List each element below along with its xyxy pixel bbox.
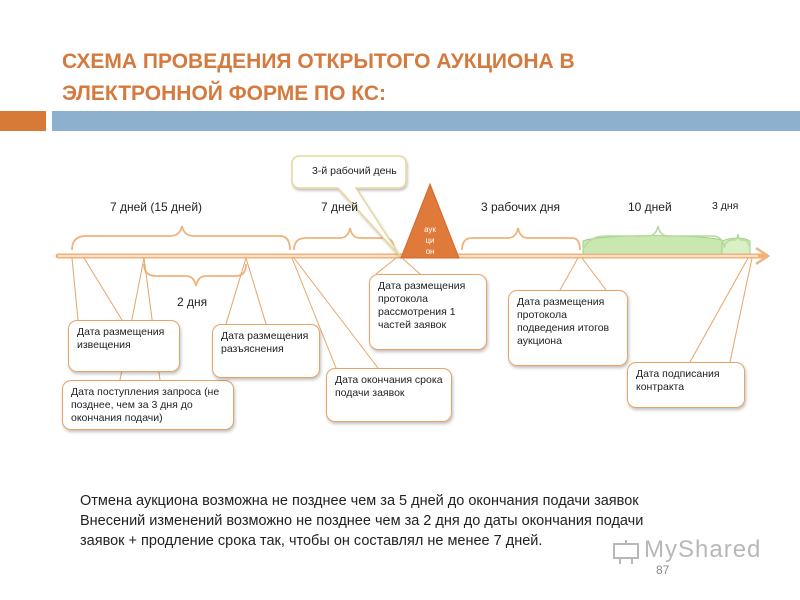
brace-p4 <box>461 227 581 251</box>
period-label-3: 7 дней <box>321 200 359 214</box>
period-label-5: 10 дней <box>628 200 672 214</box>
notes-block: Отмена аукциона возможна не позднее чем … <box>80 491 760 551</box>
brace-p2 <box>143 263 247 287</box>
auction-triangle <box>400 182 460 259</box>
third-day-label: 3-й рабочий день <box>312 165 397 177</box>
third-day-callout <box>291 155 407 257</box>
box-contract: Дата подписания контракта <box>627 362 745 408</box>
note-line-3: заявок + продление срока так, чтобы он с… <box>80 533 543 549</box>
period-label-4: 3 рабочих дня <box>481 200 561 214</box>
watermark-icon <box>613 540 639 564</box>
title-line-2: ЭЛЕКТРОННОЙ ФОРМЕ ПО КС: <box>62 82 386 105</box>
green-band <box>582 235 723 257</box>
period-label-2: 2 дня <box>177 295 208 309</box>
timeline-arrow <box>755 246 771 266</box>
period-label-1: 7 дней (15 дней) <box>110 200 203 214</box>
box-results: Дата размещения протокола подведения ито… <box>508 290 628 366</box>
period-label-6: 3 дня <box>712 200 739 212</box>
auction-label: аук ци он <box>424 225 436 256</box>
brace-p6 <box>723 233 751 249</box>
accent-bar-orange <box>0 111 46 131</box>
page-title: СХЕМА ПРОВЕДЕНИЯ ОТКРЫТОГО АУКЦИОНА В ЭЛ… <box>62 46 762 110</box>
page-number: 87 <box>656 563 670 577</box>
box-request: Дата поступления запроса (не позднее, че… <box>62 380 234 430</box>
note-line-1: Отмена аукциона возможна не позднее чем … <box>80 493 639 509</box>
note-line-2: Внесений изменений возможно не позднее ч… <box>80 513 644 529</box>
box-clarification: Дата размещения разъяснения <box>212 324 320 378</box>
title-line-1: СХЕМА ПРОВЕДЕНИЯ ОТКРЫТОГО АУКЦИОНА В <box>62 50 575 73</box>
watermark-text: MyShared <box>644 536 762 563</box>
brace-p1 <box>71 225 291 251</box>
box-notice: Дата размещения извещения <box>68 320 180 372</box>
brace-p5 <box>583 225 725 249</box>
box-deadline: Дата окончания срока подачи заявок <box>326 368 452 422</box>
accent-bar-blue <box>52 111 800 131</box>
box-protocol-1: Дата размещения протокола рассмотрения 1… <box>369 274 487 350</box>
